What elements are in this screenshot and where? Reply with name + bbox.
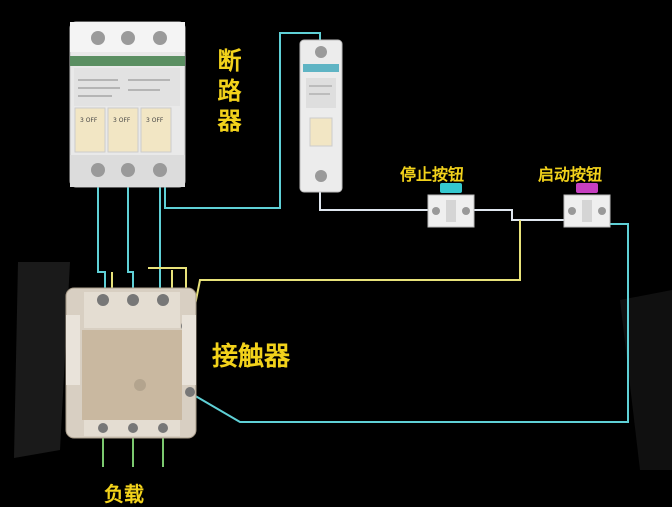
contactor-side-left — [66, 315, 80, 385]
terminal-screw — [91, 163, 105, 177]
shadow-shape — [620, 290, 672, 470]
breaker-label: 断路器 — [213, 48, 241, 138]
start-button-cap[interactable] — [576, 183, 598, 193]
terminal-screw — [185, 387, 195, 397]
contactor-label: 接触器 — [212, 342, 291, 372]
terminal-screw — [97, 294, 109, 306]
control-breaker-band — [303, 64, 339, 72]
terminal-screw — [157, 294, 169, 306]
terminal-screw — [91, 31, 105, 45]
terminal-screw — [315, 170, 327, 182]
control-breaker-label — [306, 78, 336, 108]
control-breaker-body — [299, 39, 343, 193]
start-button[interactable] — [563, 183, 611, 228]
control-breaker — [299, 39, 343, 193]
toggle-text-1: 3 OFF — [80, 117, 98, 124]
wire-phase-1 — [97, 185, 106, 295]
main-breaker: 3 OFF 3 OFF 3 OFF — [69, 21, 186, 188]
terminal-screw — [127, 294, 139, 306]
control-breaker-toggle[interactable] — [309, 117, 333, 147]
wire-stop-start — [472, 209, 566, 221]
wire-phase-2 — [127, 185, 134, 295]
wire-holding-contact — [189, 220, 521, 331]
stop-button-label: 停止按钮 — [400, 165, 465, 184]
terminal-screw — [153, 31, 167, 45]
terminal-screw — [153, 163, 167, 177]
toggle-text-3: 3 OFF — [146, 117, 164, 124]
shadow-shape — [14, 262, 70, 458]
stop-button[interactable] — [427, 183, 475, 228]
contactor-body — [82, 330, 182, 420]
terminal-screw — [121, 31, 135, 45]
breaker-toggle-2[interactable] — [107, 107, 139, 153]
terminal-screw — [121, 163, 135, 177]
contactor-screw-center — [134, 379, 146, 391]
terminal-screw — [315, 46, 327, 58]
stop-button-cap[interactable] — [440, 183, 462, 193]
breaker-toggle-3[interactable] — [140, 107, 172, 153]
breaker-green-band — [70, 56, 185, 66]
breaker-toggle-1[interactable] — [74, 107, 106, 153]
contactor-side-right — [182, 315, 196, 385]
start-button-label: 启动按钮 — [538, 165, 603, 184]
wire-control-supply — [164, 32, 321, 209]
load-label: 负载 — [104, 482, 144, 506]
breaker-label-area — [74, 68, 180, 106]
toggle-text-2: 3 OFF — [113, 117, 131, 124]
wire-coil-return — [191, 223, 629, 423]
wire-to-stop — [319, 190, 428, 211]
contactor — [65, 287, 197, 439]
